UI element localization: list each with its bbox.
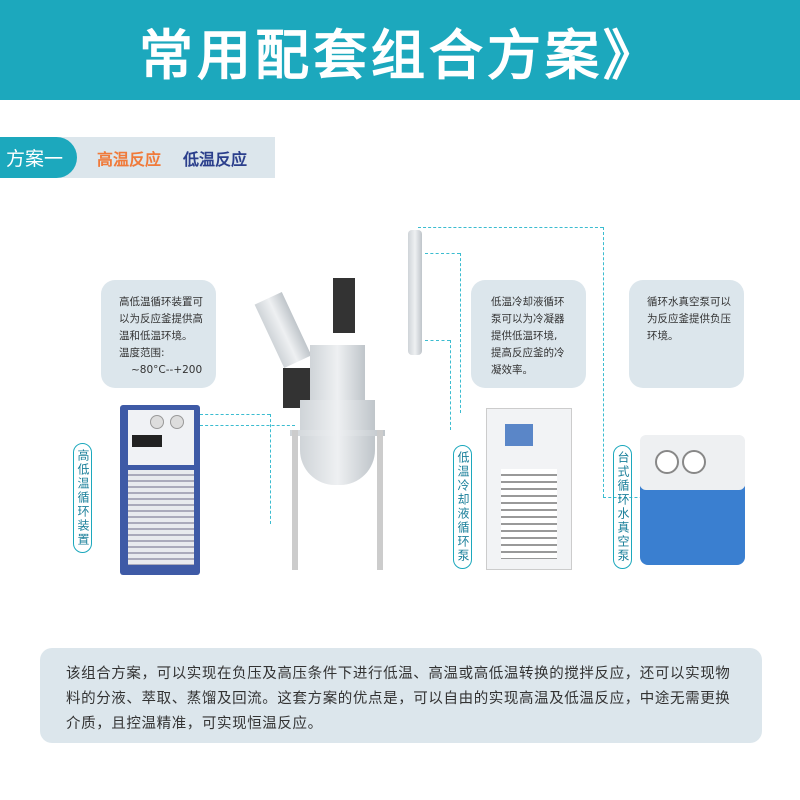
vacuum-pump-top xyxy=(640,435,745,490)
note-line: 提高反应釜的冷 xyxy=(491,347,565,359)
note-line: 环境。 xyxy=(647,330,679,342)
note-vacuum-pump: 循环水真空泵可以 为反应釜提供负压 环境。 xyxy=(629,280,744,388)
page-title: 常用配套组合方案》 xyxy=(0,0,800,100)
stirrer-motor-image xyxy=(333,278,355,333)
note-line: 提供低温环境, xyxy=(491,330,558,342)
frame-leg xyxy=(377,430,383,570)
note-line: 以为反应釜提供高 xyxy=(119,313,203,325)
reactor-lid-image xyxy=(310,345,365,400)
note-line: 温和低温环境。 xyxy=(119,330,193,342)
tag-low-temp: 低温反应 xyxy=(183,150,248,169)
connector-line xyxy=(270,414,271,524)
vacuum-pump-image xyxy=(640,480,745,565)
scheme-description: 该组合方案，可以实现在负压及高压条件下进行低温、高温或高低温转换的搅拌反应，还可… xyxy=(40,648,762,743)
reactor-vessel-image xyxy=(300,400,375,485)
heating-circulator-image xyxy=(120,405,200,575)
note-line: ~80°C--+200 xyxy=(131,364,203,376)
note-line: 泵可以为冷凝器 xyxy=(491,313,565,325)
note-line: 凝效率。 xyxy=(491,364,533,376)
tab-scheme-one[interactable]: 方案一 xyxy=(0,137,77,178)
condenser-image xyxy=(408,230,422,355)
tag-high-temp: 高温反应 xyxy=(97,150,162,169)
feed-funnel-image xyxy=(254,291,312,369)
reactor-frame xyxy=(290,430,385,436)
note-heating-circulator: 高低温循环装置可 以为反应釜提供高 温和低温环境。 温度范围: ~80°C--+… xyxy=(101,280,216,388)
connector-line xyxy=(425,253,460,254)
frame-leg xyxy=(292,430,298,570)
connector-line xyxy=(603,497,648,498)
connector-line xyxy=(200,414,270,415)
note-chiller: 低温冷却液循环 泵可以为冷凝器 提供低温环境, 提高反应釜的冷 凝效率。 xyxy=(471,280,586,388)
label-chiller: 低温冷却液循环泵 xyxy=(453,445,472,569)
chiller-image xyxy=(486,408,572,570)
connector-line xyxy=(603,227,604,497)
note-line: 循环水真空泵可以 xyxy=(647,296,731,308)
note-line: 为反应釜提供负压 xyxy=(647,313,731,325)
connector-line xyxy=(425,340,450,341)
connector-line xyxy=(460,253,461,413)
label-heating-circulator: 高低温循环装置 xyxy=(73,443,92,553)
connector-line xyxy=(450,340,451,430)
connector-line xyxy=(200,425,295,426)
note-line: 低温冷却液循环 xyxy=(491,296,565,308)
note-line: 温度范围: xyxy=(119,347,165,359)
connector-line xyxy=(418,227,603,228)
label-vacuum-pump: 台式循环水真空泵 xyxy=(613,445,632,569)
note-line: 高低温循环装置可 xyxy=(119,296,203,308)
